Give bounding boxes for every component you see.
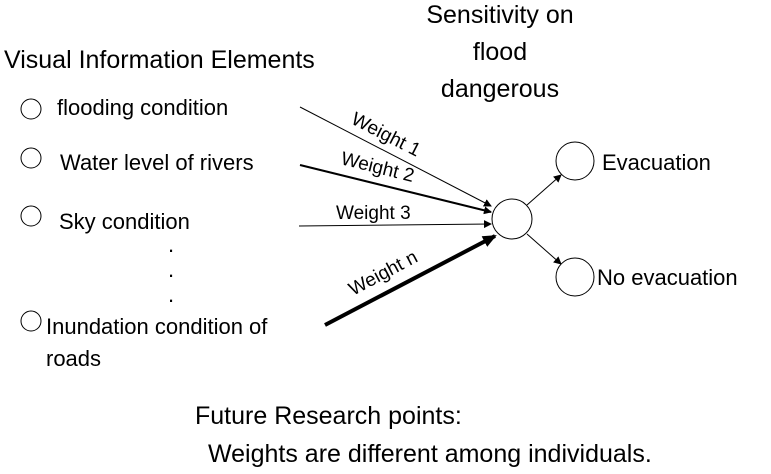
title-right-line3: dangerous bbox=[441, 75, 559, 103]
edge-weight-3 bbox=[298, 220, 492, 229]
evacuation-label: Evacuation bbox=[602, 150, 711, 175]
ellipsis-dot-1: . bbox=[168, 232, 174, 257]
edge-weight-n bbox=[324, 234, 497, 327]
edge-to-no-evacuation bbox=[526, 233, 562, 265]
edge-weight-2 bbox=[299, 164, 492, 215]
input-label-2: Water level of rivers bbox=[60, 150, 254, 175]
weight-label-3: Weight 3 bbox=[336, 203, 411, 224]
no-evacuation-node bbox=[555, 257, 595, 297]
title-right-line1: Sensitivity on bbox=[426, 1, 573, 29]
ellipsis-dot-3: . bbox=[168, 282, 174, 307]
edge-to-evacuation bbox=[526, 174, 562, 206]
no-evacuation-label: No evacuation bbox=[597, 265, 738, 290]
input-label-3: Sky condition bbox=[59, 209, 190, 234]
edge-weight-1 bbox=[299, 106, 492, 207]
evacuation-node bbox=[555, 141, 595, 181]
input-label-n-line1: Inundation condition of bbox=[46, 314, 268, 339]
input-label-1: flooding condition bbox=[57, 95, 228, 120]
input-node-2 bbox=[20, 147, 42, 169]
future-body: Weights are different among individuals. bbox=[208, 440, 652, 468]
input-node-n bbox=[20, 310, 42, 332]
input-node-3 bbox=[20, 205, 42, 227]
input-label-n-line2: roads bbox=[46, 346, 101, 371]
sensitivity-node bbox=[491, 198, 533, 240]
title-left: Visual Information Elements bbox=[4, 46, 315, 74]
title-right-line2: flood bbox=[473, 38, 527, 66]
input-node-1 bbox=[20, 98, 42, 120]
future-heading: Future Research points: bbox=[195, 402, 462, 430]
ellipsis-dot-2: . bbox=[168, 257, 174, 282]
